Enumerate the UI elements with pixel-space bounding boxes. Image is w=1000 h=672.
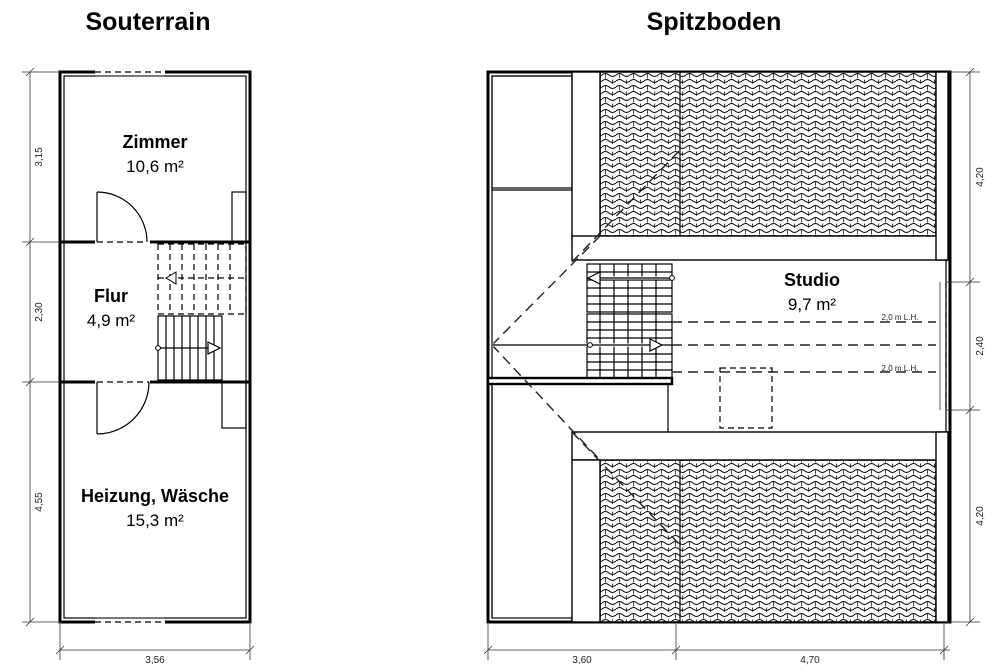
- dimension-line-vertical: 4,20 2,40 4,20: [946, 67, 986, 627]
- dimension-line-horizontal: 3,60 4,70: [483, 624, 950, 666]
- staircase-souterrain: [155, 243, 247, 381]
- dimension-label: 3,15: [34, 147, 45, 167]
- dimension-label: 2,40: [975, 336, 986, 356]
- room-area: 4,9 m²: [87, 311, 136, 330]
- souterrain-plan: Souterrain: [22, 8, 255, 666]
- storage-box: [491, 75, 573, 189]
- room-name: Flur: [94, 286, 128, 306]
- room-name: Zimmer: [122, 132, 187, 152]
- headroom-note: 2,0 m L.H.: [882, 364, 919, 373]
- shaft: [231, 191, 247, 243]
- room-area: 9,7 m²: [788, 295, 837, 314]
- headroom-note: 2,0 m L.H.: [882, 313, 919, 322]
- dimension-label: 4,20: [975, 506, 986, 526]
- roof-tiles-bottom: [599, 459, 937, 623]
- partition-wall: [486, 376, 674, 386]
- window-bottom: [95, 617, 165, 624]
- dimension-label: 4,55: [34, 492, 45, 512]
- dimension-label: 4,20: [975, 167, 986, 187]
- spitzboden-title: Spitzboden: [647, 8, 782, 36]
- room-area: 15,3 m²: [126, 511, 184, 530]
- souterrain-title: Souterrain: [85, 8, 210, 36]
- dimension-label: 3,60: [572, 655, 592, 666]
- dormer-wall-bottom: [571, 431, 949, 623]
- door-zimmer: [96, 191, 148, 243]
- window-right: [939, 282, 947, 410]
- room-area: 10,6 m²: [126, 157, 184, 176]
- dimension-line-vertical: 3,15 2,30 4,55: [22, 67, 62, 627]
- room-name: Heizung, Wäsche: [81, 486, 229, 506]
- dimension-label: 4,70: [800, 655, 820, 666]
- dimension-line-horizontal: 3,56: [55, 624, 255, 666]
- room-name: Studio: [784, 270, 840, 290]
- spitzboden-plan: Spitzboden: [483, 8, 986, 666]
- dormer-wall-top: [571, 71, 949, 261]
- window-top: [95, 70, 165, 77]
- dimension-label: 2,30: [34, 302, 45, 322]
- headroom-lines: [672, 321, 936, 373]
- skylight-outline: [719, 367, 773, 429]
- door-heizung: [96, 381, 150, 435]
- dimension-label: 3,56: [145, 655, 165, 666]
- staircase-spitzboden: [492, 263, 675, 379]
- shaft: [221, 381, 247, 429]
- roof-tiles-top: [599, 71, 937, 237]
